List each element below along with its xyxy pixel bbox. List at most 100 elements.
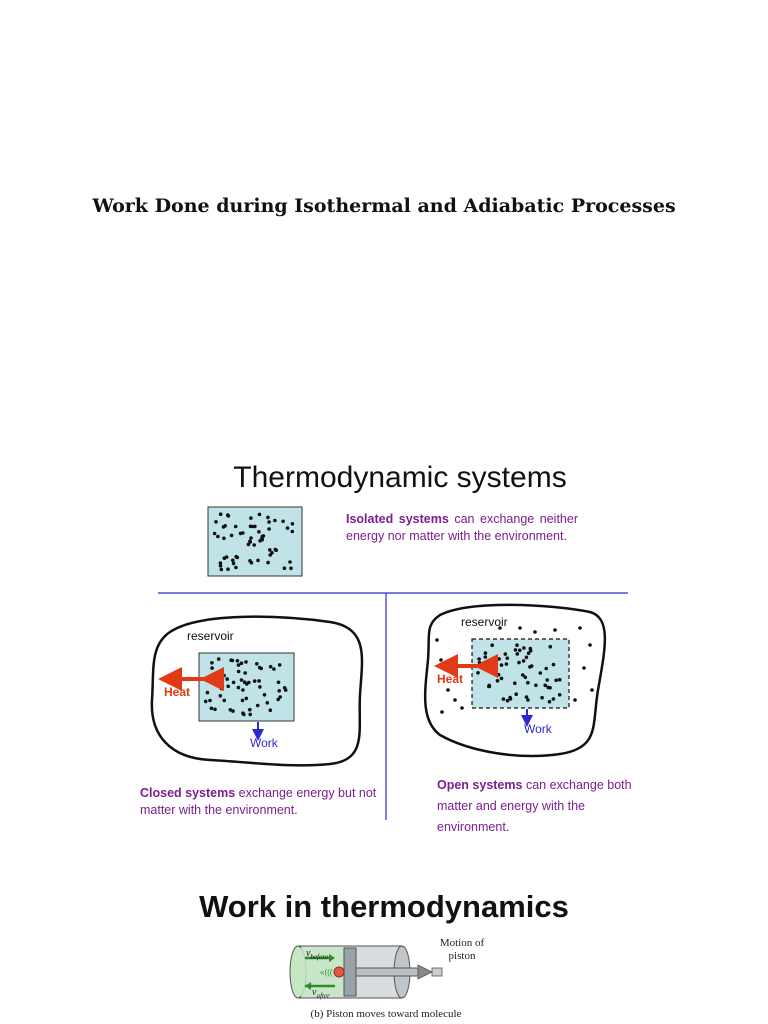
- molecule-dot: [540, 695, 544, 700]
- molecule-dot: [268, 708, 273, 712]
- molecule-dot: [244, 696, 249, 701]
- svg-text:«(((: «(((: [320, 968, 333, 977]
- molecule-dot: [518, 626, 522, 630]
- molecule-dot: [551, 662, 556, 667]
- molecule-dot: [205, 690, 210, 695]
- molecule-dot: [234, 554, 238, 559]
- closed-reservoir-label: reservoir: [187, 629, 234, 643]
- molecule-dot: [244, 682, 249, 686]
- molecule-dot: [250, 524, 255, 529]
- molecule-dot: [282, 686, 287, 690]
- piston-figure-caption: (b) Piston moves toward molecule: [310, 1008, 462, 1020]
- closed-systems-text: exchange energy but not matter with the …: [140, 786, 377, 817]
- open-systems-text: can exchange both matter and energy with…: [437, 778, 632, 834]
- molecule-dot: [505, 656, 510, 660]
- molecule-dot: [504, 662, 509, 666]
- molecule-dot: [501, 697, 506, 701]
- molecule-dot: [477, 657, 481, 661]
- molecule-dot: [517, 660, 521, 665]
- molecule-dot: [234, 565, 238, 570]
- molecule-dot: [453, 698, 457, 702]
- molecule-dot: [533, 630, 537, 634]
- molecule-dot: [543, 683, 547, 688]
- molecule-dot: [238, 531, 243, 536]
- molecule-dot: [256, 558, 260, 563]
- molecule-dot: [588, 643, 592, 647]
- molecule-dot: [278, 695, 283, 699]
- molecule-dot: [521, 659, 526, 663]
- molecule-dot: [277, 663, 282, 667]
- molecule-dot: [268, 548, 272, 552]
- molecule-dot: [254, 662, 259, 666]
- molecule-dot: [496, 672, 501, 677]
- molecule-dot: [233, 524, 238, 529]
- molecule-dot: [557, 693, 562, 697]
- molecule-dot: [235, 659, 240, 663]
- molecule-dot: [239, 661, 244, 665]
- molecule-dot: [513, 648, 518, 652]
- molecule-dot: [229, 533, 234, 538]
- molecule-dot: [236, 685, 241, 690]
- molecule-dot: [515, 643, 519, 647]
- molecule-dot: [239, 678, 244, 682]
- open-systems-term: Open systems: [437, 778, 523, 792]
- document-title: Work Done during Isothermal and Adiabati…: [92, 195, 676, 217]
- molecule-dot: [222, 536, 226, 541]
- molecule-dot: [573, 698, 577, 702]
- closed-systems-description: Closed systems exchange energy but not m…: [140, 785, 380, 819]
- v-after-label: vafter: [312, 987, 330, 1000]
- molecule-dot: [497, 657, 501, 661]
- molecule-dot: [260, 537, 265, 542]
- molecule-dot: [241, 688, 245, 692]
- molecule-dot: [514, 692, 518, 696]
- molecule-dot: [244, 660, 248, 664]
- molecule-dot: [218, 694, 223, 698]
- molecule-dot: [285, 526, 290, 530]
- molecule-dot: [486, 661, 491, 666]
- molecule-dot: [203, 699, 208, 704]
- molecule-dot: [252, 543, 256, 547]
- molecule-dot: [225, 677, 229, 681]
- molecule-dot: [226, 513, 230, 517]
- molecule-dot: [219, 567, 224, 572]
- molecule-dot: [266, 560, 270, 565]
- molecule-dot: [270, 551, 274, 555]
- molecule-dot: [590, 688, 594, 692]
- molecule-dot: [257, 530, 261, 534]
- molecule-dot: [505, 698, 510, 703]
- molecule-dot: [213, 707, 217, 712]
- molecule-dot: [267, 527, 271, 531]
- open-work-label: Work: [524, 722, 552, 736]
- molecule-dot: [273, 547, 278, 552]
- isolated-system-box: [207, 506, 303, 577]
- isolated-systems-description: Isolated systems can exchange neither en…: [346, 511, 578, 545]
- molecule-dot: [290, 522, 295, 526]
- molecule-dot: [249, 516, 253, 520]
- molecule-dot: [258, 685, 262, 689]
- molecule-dot: [582, 666, 586, 670]
- molecule-dot: [222, 698, 227, 703]
- molecule-dot: [483, 655, 488, 659]
- molecule-dot: [486, 665, 491, 669]
- molecule-dot: [529, 664, 534, 668]
- molecule-dot: [548, 686, 552, 690]
- molecule-dot: [231, 561, 236, 566]
- molecule-dot: [276, 680, 281, 685]
- molecule-dot: [218, 674, 223, 678]
- molecule-dot: [503, 652, 508, 656]
- molecule-dot: [248, 712, 252, 717]
- molecule-dot: [257, 512, 262, 517]
- molecule-dot: [483, 651, 488, 655]
- piston-figure: «(((: [289, 945, 443, 999]
- molecule-dot: [476, 671, 480, 675]
- molecule-dot: [528, 646, 533, 651]
- molecule-dot: [218, 512, 223, 516]
- molecule-dot: [216, 657, 221, 661]
- molecule-dot: [498, 626, 502, 630]
- molecule-dot: [228, 708, 233, 712]
- molecule-dot: [214, 520, 218, 524]
- molecule-dot: [209, 706, 214, 711]
- closed-work-label: Work: [250, 736, 278, 750]
- molecule-dot: [545, 678, 549, 682]
